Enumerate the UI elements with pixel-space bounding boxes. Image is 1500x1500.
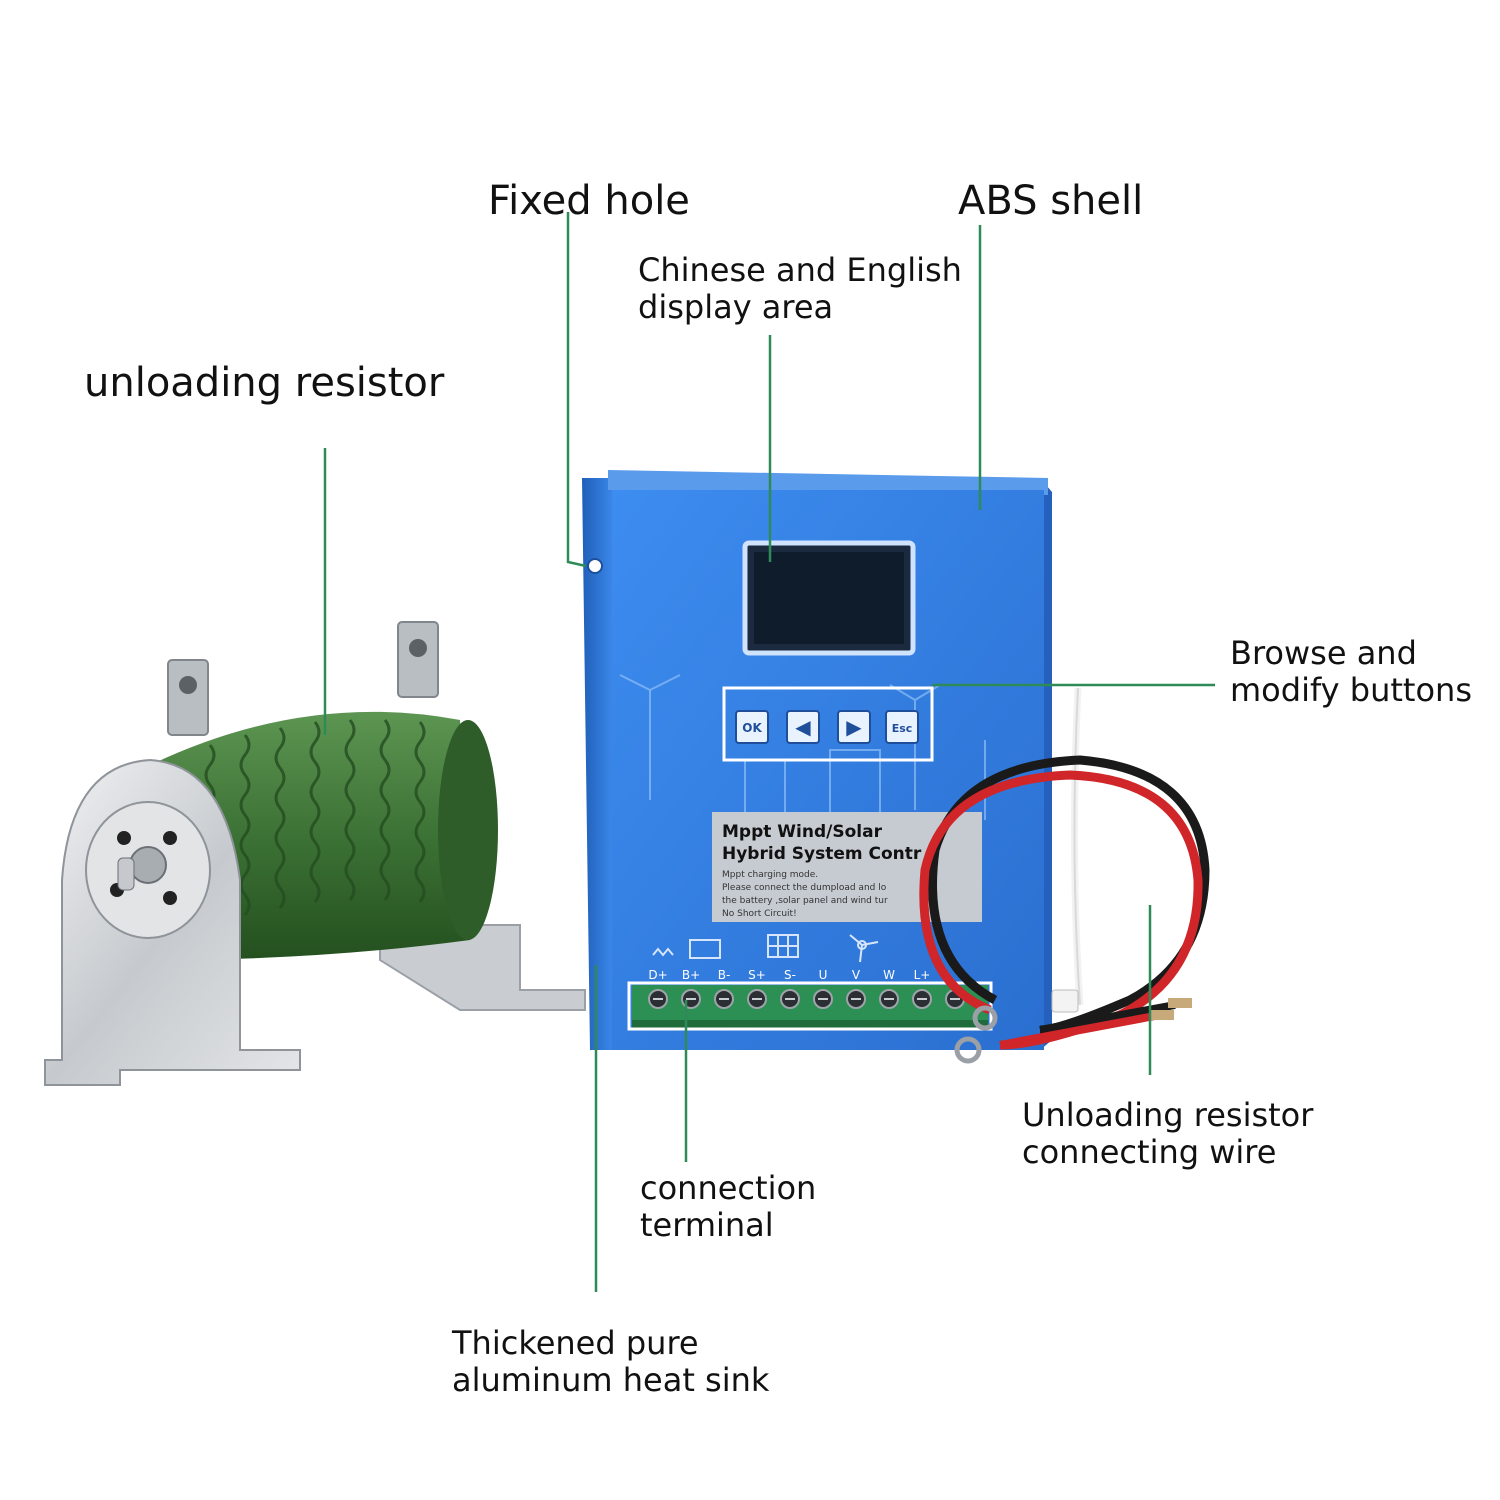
panel-text-1: Mppt charging mode.	[722, 870, 818, 880]
display-area-label: Chinese and English display area	[638, 252, 962, 326]
terminal-label: W	[883, 968, 895, 982]
heat-sink-line-1: Thickened pure	[452, 1324, 699, 1362]
esc-button-label: Esc	[892, 722, 913, 735]
terminal-label: S+	[748, 968, 766, 982]
wire-line-2: connecting wire	[1022, 1132, 1277, 1171]
panel-text-2: Please connect the dumpload and lo	[722, 883, 887, 893]
panel-text-4: No Short Circuit!	[722, 909, 797, 919]
wire-line-1: Unloading resistor	[1022, 1096, 1314, 1134]
buttons-line-2: modify buttons	[1230, 670, 1472, 709]
unloading-resistor-label: unloading resistor	[84, 360, 445, 406]
connecting-wire-image	[919, 687, 1210, 1064]
right-arrow-icon: ▶	[846, 715, 862, 739]
connection-terminal-label: connection terminal	[640, 1170, 816, 1244]
display-area-line-2: display area	[638, 287, 834, 326]
unloading-resistor-image	[44, 621, 586, 1086]
left-button	[786, 710, 820, 744]
esc-button	[885, 710, 919, 744]
left-arrow-icon: ◀	[795, 715, 811, 739]
terminal-label: D+	[648, 968, 667, 982]
ok-button	[735, 710, 769, 744]
terminal-line-1: connection	[640, 1169, 817, 1207]
terminal-label: S-	[784, 968, 796, 982]
panel-text-3: the battery ,solar panel and wind tur	[722, 896, 888, 906]
controller-image: Mppt Wind/Solar Hybrid System Contr Mppt…	[582, 470, 1052, 1050]
buttons-label: Browse and modify buttons	[1230, 635, 1472, 709]
terminal-label: L+	[914, 968, 931, 982]
abs-shell-label: ABS shell	[958, 178, 1144, 224]
display-area-line-1: Chinese and English	[638, 251, 962, 289]
heat-sink-line-2: aluminum heat sink	[452, 1360, 770, 1399]
terminal-line-2: terminal	[640, 1205, 774, 1244]
terminal-label: B+	[682, 968, 700, 982]
buttons-line-1: Browse and	[1230, 634, 1417, 672]
terminal-label: V	[852, 968, 861, 982]
panel-title-2: Hybrid System Contr	[722, 844, 922, 864]
heat-sink-label: Thickened pure aluminum heat sink	[452, 1325, 769, 1399]
terminal-label: U	[819, 968, 828, 982]
right-button	[837, 710, 871, 744]
controller-buttons: OK ◀ ▶ Esc	[735, 710, 919, 744]
fixed-hole-label: Fixed hole	[488, 178, 690, 224]
ok-button-label: OK	[742, 721, 762, 735]
connecting-wire-label: Unloading resistor connecting wire	[1022, 1097, 1313, 1171]
panel-title-1: Mppt Wind/Solar	[722, 822, 883, 842]
leader-lines	[323, 212, 1215, 1292]
terminal-label: B-	[718, 968, 731, 982]
